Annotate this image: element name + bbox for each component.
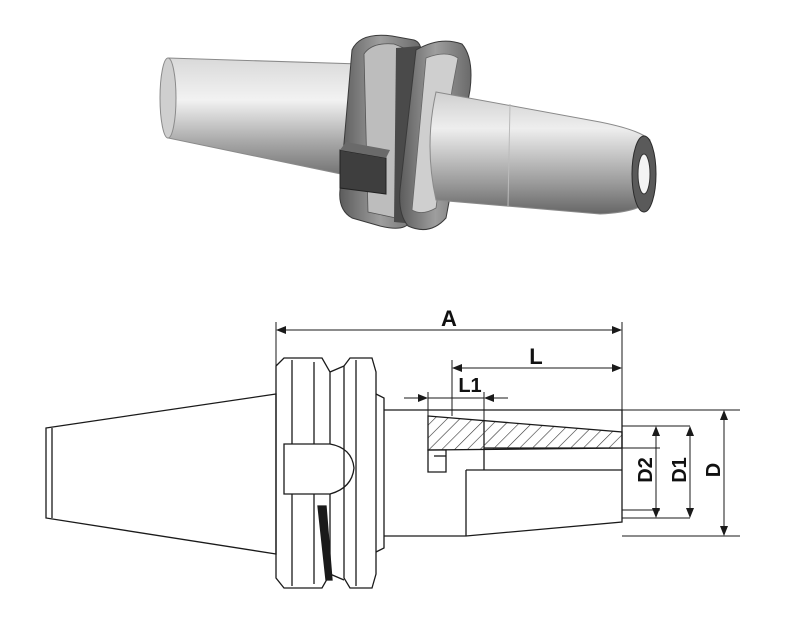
drawing-drive-key [283, 443, 355, 495]
drawing-front-flange [343, 357, 377, 589]
dimension-label-D: D [703, 463, 725, 477]
dimension-lines [275, 322, 740, 537]
render-bore [637, 153, 651, 195]
drawing-hatched-section [427, 415, 623, 451]
render-taper-end [159, 57, 177, 139]
dimension-label-L: L [529, 344, 542, 369]
drawing-body [384, 409, 623, 537]
dimension-label-D2: D2 [635, 457, 657, 483]
dimension-label-D1: D1 [669, 457, 691, 483]
dimension-label-L1: L1 [458, 375, 481, 397]
dimension-label-A: A [441, 306, 457, 331]
render-taper [162, 57, 361, 179]
drawing-taper [45, 393, 277, 555]
technical-drawing [45, 357, 623, 589]
render-body [429, 91, 651, 215]
tool-holder-render [159, 34, 657, 231]
